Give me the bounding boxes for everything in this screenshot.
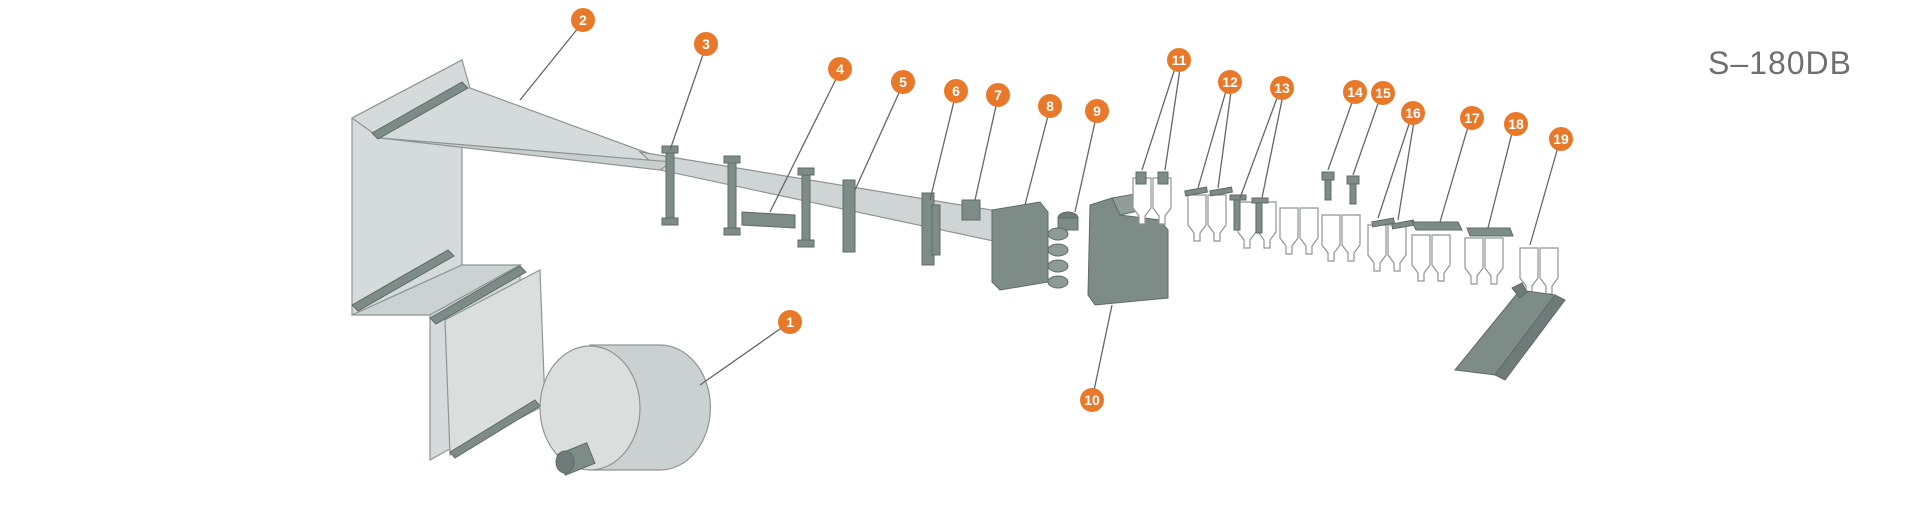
callout-8-label: 8 <box>1046 98 1054 114</box>
callout-10-label: 10 <box>1084 392 1100 408</box>
callout-6-label: 6 <box>952 83 960 99</box>
callout-17-label: 17 <box>1464 110 1480 126</box>
callout-1-label: 1 <box>786 314 794 330</box>
callout-11-circle <box>1167 48 1191 72</box>
callout-9-circle <box>1085 99 1109 123</box>
callout-2-circle <box>571 8 595 32</box>
callout-3-circle <box>694 32 718 56</box>
callout-6-circle <box>944 79 968 103</box>
film-rollers <box>351 81 541 459</box>
callout-11-label: 11 <box>1172 52 1187 68</box>
callout-3-label: 3 <box>702 36 710 52</box>
callout-19-circle <box>1549 127 1573 151</box>
output-chute <box>1454 282 1566 381</box>
callout-14-circle <box>1343 80 1367 104</box>
callout-1-circle <box>778 310 802 334</box>
callout-8-circle <box>1038 94 1062 118</box>
callout-15-label: 15 <box>1375 85 1391 101</box>
callout-5-label: 5 <box>899 74 907 90</box>
model-label: S–180DB <box>1708 45 1852 81</box>
callout-4-label: 4 <box>836 61 844 77</box>
callout-7-label: 7 <box>994 87 1002 103</box>
callout-10-circle <box>1080 388 1104 412</box>
callout-2-label: 2 <box>579 12 587 28</box>
callout-19-label: 19 <box>1553 131 1569 147</box>
sealing-units <box>991 193 1169 306</box>
station-tools <box>1135 171 1514 237</box>
callout-18-label: 18 <box>1508 116 1524 132</box>
callout-12-label: 12 <box>1222 74 1238 90</box>
film-roll <box>539 344 712 476</box>
callout-13-label: 13 <box>1274 80 1290 96</box>
callout-16-circle <box>1401 101 1425 125</box>
callout-9-label: 9 <box>1093 103 1101 119</box>
callout-7-circle <box>986 83 1010 107</box>
callout-16-label: 16 <box>1405 105 1421 121</box>
callout-15-circle <box>1371 81 1395 105</box>
leader-lines <box>519 21 1561 401</box>
callout-4-circle <box>828 57 852 81</box>
callout-17-circle <box>1460 106 1484 130</box>
callout-13-circle <box>1270 76 1294 100</box>
web-guides <box>661 145 981 266</box>
callout-14-label: 14 <box>1347 84 1363 100</box>
callout-5-circle <box>891 70 915 94</box>
pouches <box>1132 177 1559 295</box>
callout-18-circle <box>1504 112 1528 136</box>
callout-12-circle <box>1218 70 1242 94</box>
